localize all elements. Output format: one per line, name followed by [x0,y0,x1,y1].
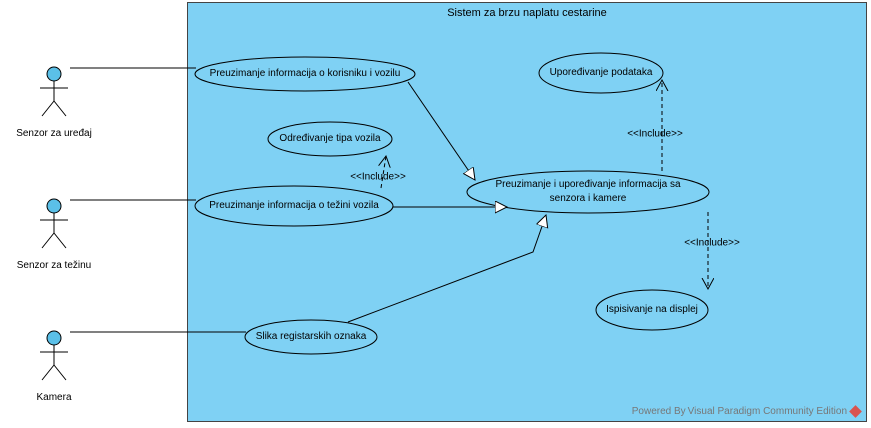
use-case-label: Preuzimanje i upoređivanje informacija s… [495,179,681,204]
use-case-preuzimanje-uporedjivanje[interactable] [466,170,710,214]
include-label: <<Include>> [684,237,740,249]
actor-senzor-za-uredjaj[interactable] [40,66,68,117]
generalization-korisnik-to-uporedjivanje [407,81,475,180]
use-case-preuzimanje-tezina[interactable] [194,185,394,227]
include-tezina-to-tip-vozila [381,156,386,189]
use-case-label: Preuzimanje informacija o korisniku i vo… [209,68,401,79]
use-case-odredjivanje-tipa-vozila[interactable] [267,121,393,157]
watermark-text: Powered By Visual Paradigm Community Edi… [631,406,847,417]
include-label: <<Include>> [627,128,683,140]
include-label: <<Include>> [350,171,406,183]
use-case-label: Upoređivanje podataka [549,67,653,78]
use-case-label: Slika registarskih oznaka [255,331,367,342]
actor-label: Senzor za uređaj [16,128,92,139]
use-case-uporedjivanje-podataka[interactable] [538,52,664,94]
actor-label: Kamera [36,392,72,403]
actor-senzor-za-tezinu[interactable] [40,198,68,249]
system-title: Sistem za brzu naplatu cestarine [447,7,607,19]
use-case-label: Preuzimanje informacija o težini vozila [209,200,379,211]
generalization-slika-to-uporedjivanje [347,215,546,323]
use-case-preuzimanje-korisnik-vozilo[interactable] [194,56,416,92]
actor-label: Senzor za težinu [16,260,92,271]
use-case-label: Određivanje tipa vozila [279,133,381,144]
use-case-ispisivanje-na-displej[interactable] [595,289,709,331]
use-case-label: Ispisivanje na displej [606,304,698,315]
watermark: Powered By Visual Paradigm Community Edi… [631,405,862,418]
actor-kamera[interactable] [40,330,68,381]
use-case-slika-registarskih-oznaka[interactable] [244,319,378,355]
